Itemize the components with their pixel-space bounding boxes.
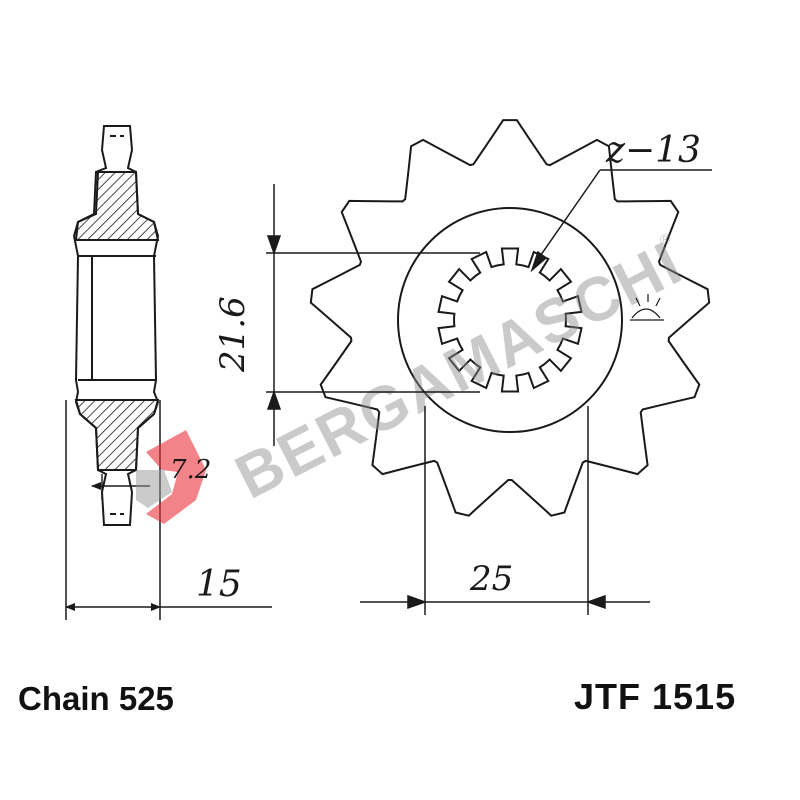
arrow-21-6-top bbox=[266, 235, 282, 256]
bergamaschi-watermark: BERGAMASCHI ® bbox=[136, 228, 693, 524]
logo-gray-mark bbox=[136, 470, 172, 508]
registered-mark: ® bbox=[660, 231, 671, 247]
spline-outline bbox=[437, 247, 583, 393]
z13-leader bbox=[535, 169, 601, 263]
tooth-profile-symbol bbox=[630, 294, 664, 321]
lower-hatch bbox=[74, 399, 160, 471]
dim-teeth-text: z−13 bbox=[605, 130, 701, 171]
arrow-25-right bbox=[585, 594, 606, 610]
sprocket-outline bbox=[309, 119, 711, 517]
dim-hub-width-text: 15 bbox=[196, 564, 242, 605]
dim-tooth-width-text: 7.2 bbox=[170, 455, 211, 485]
upper-hatch bbox=[74, 171, 160, 241]
chain-label: Chain 525 bbox=[18, 680, 174, 717]
arrow-25-left bbox=[407, 594, 428, 610]
z13-arrow bbox=[530, 250, 548, 273]
part-number-label: JTF 1515 bbox=[574, 676, 737, 717]
dim-hub-diameter-text: 25 bbox=[469, 559, 513, 599]
front-dimensions bbox=[266, 169, 712, 615]
front-view bbox=[309, 119, 711, 517]
hub-circle bbox=[397, 207, 623, 433]
side-section-view bbox=[65, 125, 272, 620]
dim-spline-height-text: 21.6 bbox=[213, 296, 253, 373]
logo-red-mark bbox=[146, 430, 206, 524]
arrow-21-6-bottom bbox=[266, 389, 282, 410]
